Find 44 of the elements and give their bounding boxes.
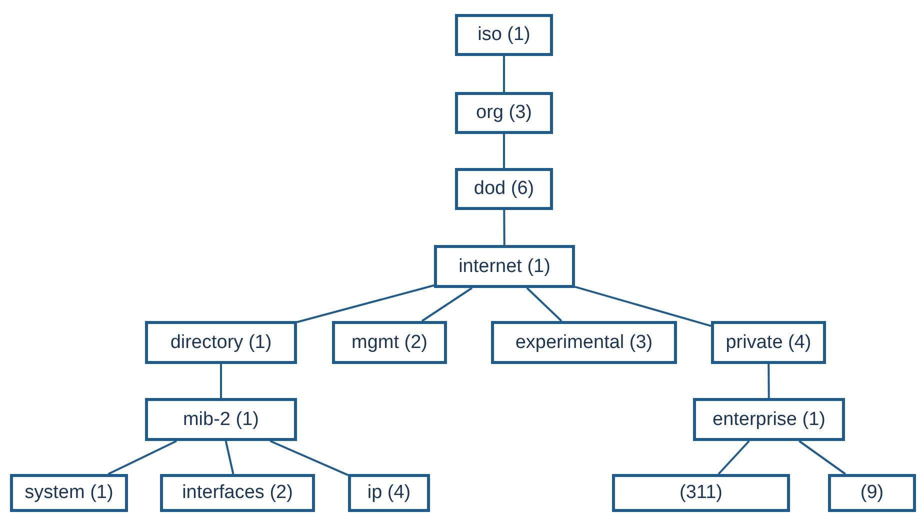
node-label: enterprise (1) <box>712 408 826 430</box>
node-label: mgmt (2) <box>352 332 428 354</box>
tree-node-box <box>711 321 826 364</box>
connector-line <box>503 134 505 168</box>
connector-line <box>503 56 505 92</box>
connector-line <box>220 364 222 398</box>
connector-line <box>526 287 562 322</box>
connector-line <box>574 286 712 327</box>
tree-node-box <box>828 474 916 512</box>
node-label: interfaces (2) <box>182 482 293 504</box>
tree-node-box <box>145 398 297 441</box>
tree-node-box <box>693 398 845 441</box>
tree-node-box <box>332 321 447 364</box>
node-label: (311) <box>680 482 722 504</box>
tree-node-box <box>612 474 790 512</box>
node-label: (9) <box>860 482 884 504</box>
node-label: experimental (3) <box>515 332 653 354</box>
node-label: ip (4) <box>367 482 411 504</box>
node-label: directory (1) <box>170 332 272 354</box>
connector-line <box>503 210 506 245</box>
node-label: dod (6) <box>474 178 534 200</box>
tree-node-box <box>455 168 553 210</box>
connector-line <box>718 440 750 475</box>
connector-line <box>270 440 348 476</box>
tree-node-box <box>455 14 553 56</box>
node-label: mib-2 (1) <box>182 408 259 430</box>
connector-line <box>798 440 846 475</box>
node-label: internet (1) <box>458 256 550 278</box>
connector-line <box>224 440 234 474</box>
node-label: org (3) <box>476 102 532 124</box>
node-label: private (4) <box>726 332 812 354</box>
tree-node-box <box>348 474 430 512</box>
tree-node-box <box>491 321 677 364</box>
tree-node-box <box>434 245 575 288</box>
node-label: iso (1) <box>478 24 530 46</box>
node-label: system (1) <box>24 482 114 504</box>
tree-node-box <box>160 474 315 512</box>
tree-node-box <box>145 321 297 364</box>
connector-line <box>768 364 770 398</box>
tree-node-box <box>455 92 553 134</box>
connector-line <box>108 440 177 475</box>
connector-line <box>296 284 434 324</box>
tree-node-box <box>10 474 128 512</box>
connector-line <box>421 287 473 322</box>
